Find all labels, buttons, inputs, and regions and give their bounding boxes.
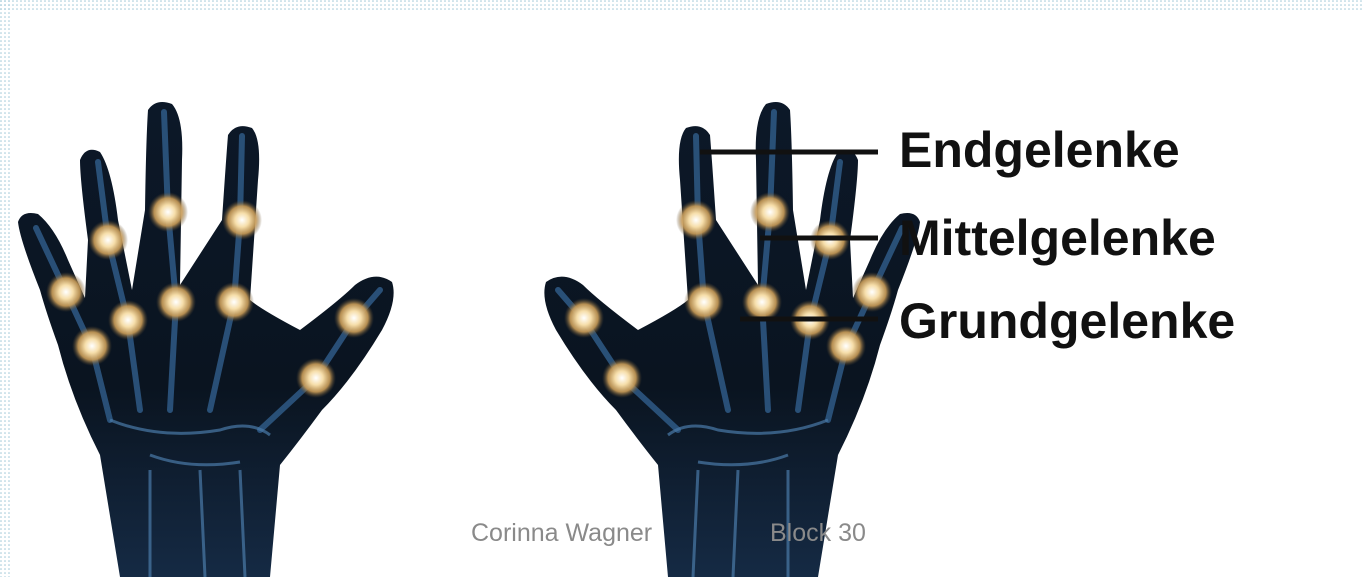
left-hand bbox=[18, 102, 394, 577]
footer-block: Block 30 bbox=[770, 519, 866, 548]
footer-author: Corinna Wagner bbox=[471, 519, 652, 548]
label-grundgelenke: Grundgelenke bbox=[899, 296, 1235, 346]
label-mittelgelenke: Mittelgelenke bbox=[899, 213, 1216, 263]
right-hand bbox=[544, 102, 920, 577]
label-endgelenke: Endgelenke bbox=[899, 125, 1180, 175]
